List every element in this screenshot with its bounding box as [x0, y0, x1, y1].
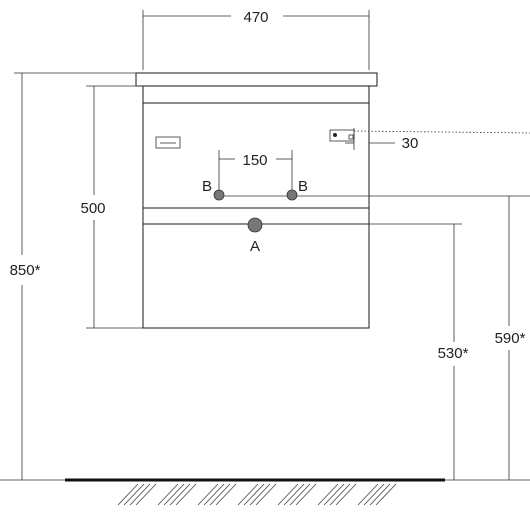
floor-hatch-stroke — [209, 483, 231, 506]
floor-hatch-stroke — [203, 483, 225, 506]
supply-connection-right — [286, 189, 298, 201]
pipe-spacing-label: 150 — [242, 152, 267, 169]
floor-hatch-stroke — [175, 483, 197, 506]
floor-hatch-stroke — [357, 483, 379, 506]
drain-connection — [247, 217, 263, 233]
floor-hatching — [117, 483, 397, 506]
cabinet-height-label: 500 — [80, 200, 105, 217]
floor-hatch-stroke — [117, 483, 139, 506]
floor-hatch-stroke — [289, 483, 311, 506]
supply-connection-left — [213, 189, 225, 201]
floor-hatch-stroke — [335, 483, 357, 506]
total-height-label: 850* — [10, 262, 41, 279]
mounting-bracket-right — [329, 129, 355, 142]
floor-hatch-stroke — [375, 483, 397, 506]
floor-hatch-stroke — [157, 483, 179, 506]
drain-height-label: 530* — [438, 345, 469, 362]
floor-hatch-stroke — [243, 483, 265, 506]
mounting-bracket-left — [155, 136, 181, 149]
supply-left-label: B — [202, 178, 212, 195]
side-offset-label: 30 — [402, 135, 419, 152]
floor-hatch-stroke — [129, 483, 151, 506]
floor-hatch-stroke — [169, 483, 191, 506]
floor-hatch-stroke — [323, 483, 345, 506]
floor-hatch-stroke — [135, 483, 157, 506]
countertop — [135, 72, 378, 87]
floor-hatch-stroke — [237, 483, 259, 506]
supply-right-label: B — [298, 178, 308, 195]
floor-hatch-stroke — [249, 483, 271, 506]
floor-hatch-stroke — [295, 483, 317, 506]
floor-hatch-stroke — [317, 483, 339, 506]
floor-hatch-stroke — [277, 483, 299, 506]
width-total-label: 470 — [243, 9, 268, 26]
floor-hatch-stroke — [163, 483, 185, 506]
floor-hatch-stroke — [329, 483, 351, 506]
floor-hatch-stroke — [215, 483, 237, 506]
floor-hatch-stroke — [197, 483, 219, 506]
floor-hatch-stroke — [363, 483, 385, 506]
cabinet-body — [142, 85, 370, 329]
floor-hatch-stroke — [255, 483, 277, 506]
floor-hatch-stroke — [283, 483, 305, 506]
drain-label: A — [250, 238, 260, 255]
offset-reference-line — [353, 130, 530, 134]
supply-height-label: 590* — [495, 330, 526, 347]
floor-hatch-stroke — [123, 483, 145, 506]
floor-hatch-stroke — [369, 483, 391, 506]
